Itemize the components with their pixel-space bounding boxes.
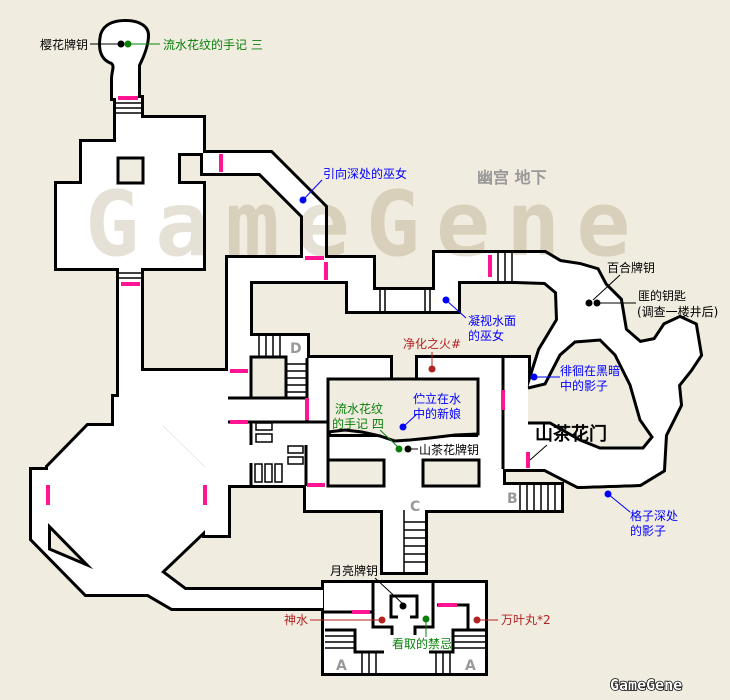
markers: 樱花牌钥 流水花纹的手记 三 引向深处的巫女 百合牌钥 匪的钥匙 (调查一楼井后… (40, 37, 718, 651)
label-bride-2: 中的新娘 (413, 406, 461, 421)
label-shadow-dark-1: 徘徊在黑暗 (560, 363, 620, 378)
label-bandit-key-note: (调查一楼井后) (637, 304, 718, 319)
label-shadow-grid-1: 格子深处 (630, 508, 678, 523)
stair-label-b: B (507, 491, 518, 507)
enemy-marker (399, 423, 407, 431)
label-shadow-dark-2: 中的影子 (560, 378, 608, 393)
key-marker (399, 602, 407, 610)
enemy-marker (442, 296, 450, 304)
item-marker (428, 365, 436, 373)
label-miko-deep: 引向深处的巫女 (323, 166, 407, 181)
note-marker (395, 445, 403, 453)
doors (46, 96, 530, 614)
furniture (254, 422, 304, 483)
label-sakura-key: 樱花牌钥 (40, 37, 88, 52)
map-rooms (29, 18, 704, 676)
stair-label-a-left: A (336, 658, 347, 674)
enemy-marker (530, 373, 538, 381)
label-lily-key: 百合牌钥 (607, 260, 655, 275)
label-miko-water-2: 的巫女 (468, 328, 504, 343)
label-manyo-pill: 万叶丸*2 (501, 613, 551, 627)
watermark: GameGene (85, 172, 646, 277)
key-marker (404, 445, 412, 453)
label-miko-water-1: 凝视水面 (468, 313, 516, 328)
label-bride-1: 伫立在水 (413, 391, 461, 406)
label-camellia-key: 山茶花牌钥 (419, 442, 479, 457)
label-bandit-key: 匪的钥匙 (638, 288, 686, 303)
item-marker (378, 616, 386, 624)
stair-label-d: D (290, 341, 302, 357)
label-shadow-grid-2: 的影子 (630, 523, 666, 538)
label-taboo: 看取的禁忌 (392, 636, 452, 651)
key-marker (117, 40, 125, 48)
item-marker (473, 616, 481, 624)
label-note-3: 流水花纹的手记 三 (163, 37, 263, 52)
label-camellia-door: 山茶花门 (535, 423, 607, 445)
label-note-4-1: 流水花纹 (335, 401, 383, 416)
gamegene-logo: GameGene (610, 676, 682, 694)
label-moon-key: 月亮牌钥 (330, 563, 378, 578)
label-purify-fire: 净化之火# (403, 337, 461, 351)
note-marker (124, 40, 132, 48)
enemy-marker (604, 490, 612, 498)
map-title: 幽宫 地下 (477, 168, 547, 187)
enemy-marker (299, 196, 307, 204)
label-note-4-2: 的手记 四 (332, 416, 384, 431)
stair-label-a-right: A (465, 658, 476, 674)
note-marker (422, 615, 430, 623)
key-marker (593, 299, 601, 307)
stair-label-c: C (410, 499, 420, 515)
key-marker (585, 299, 593, 307)
label-holy-water: 神水 (284, 613, 308, 627)
stairs (116, 102, 556, 673)
